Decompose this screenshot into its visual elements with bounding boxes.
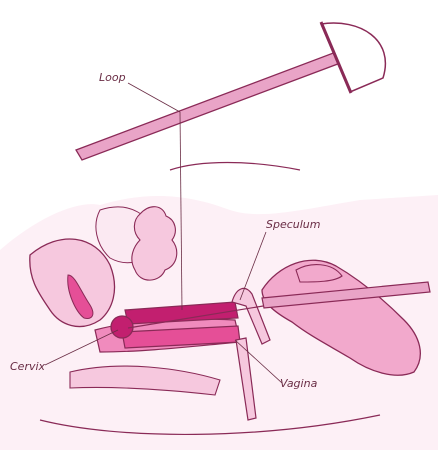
label-speculum: Speculum <box>266 218 321 231</box>
label-cervix: Cervix <box>10 360 45 373</box>
body-outline-curve <box>170 163 300 171</box>
cervix <box>111 316 133 338</box>
loop-instrument <box>76 22 385 160</box>
loop-shaft <box>76 52 343 160</box>
leader-loop <box>128 83 180 112</box>
label-loop: Loop <box>99 71 126 84</box>
label-vagina: Vagina <box>280 377 317 390</box>
